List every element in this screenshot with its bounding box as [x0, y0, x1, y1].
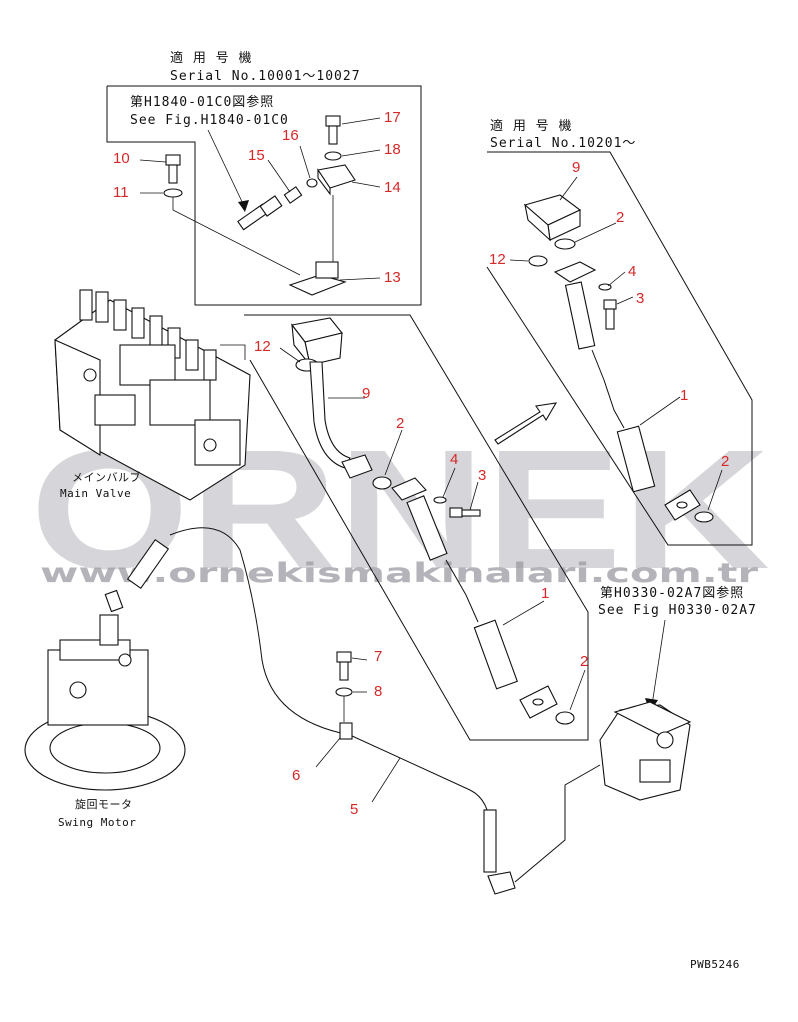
part-number-10: 10	[113, 150, 130, 167]
right-serial-label: Serial No.10201～	[490, 136, 636, 151]
part-number-15: 15	[248, 147, 265, 164]
part-number-5: 5	[350, 801, 358, 818]
part-number-3-middle: 3	[478, 467, 486, 484]
top-ref-jp: 第H1840-01C0図参照	[130, 94, 274, 110]
part-number-4-middle: 4	[450, 451, 458, 468]
bolt-axis-line	[172, 197, 301, 276]
part-number-16: 16	[282, 127, 299, 144]
bracket-13	[288, 261, 347, 296]
main-valve-label-en: Main Valve	[60, 487, 131, 500]
bottom-ref-arrow	[651, 619, 666, 706]
oring-2-middle	[372, 476, 392, 490]
fitting-15	[237, 186, 303, 231]
hose-1-right	[616, 425, 656, 493]
part-number-1-right: 1	[680, 387, 688, 404]
washer-11	[163, 188, 183, 198]
right-frame	[486, 151, 753, 546]
part-number-12-middle: 12	[254, 338, 271, 355]
clamp-6	[339, 722, 353, 740]
main-valve	[54, 289, 251, 501]
bolt-7	[336, 651, 352, 681]
hose-end-middle	[519, 685, 558, 719]
top-serial-label: Serial No.10001～10027	[170, 69, 361, 84]
part-number-13: 13	[384, 269, 401, 286]
block-14	[317, 164, 356, 196]
oring-2-right-lower	[694, 511, 714, 523]
part-number-3-right: 3	[636, 290, 644, 307]
washer-18	[324, 151, 342, 161]
part-number-2-right-lower: 2	[721, 453, 729, 470]
swing-motor-label-jp: 旋回モータ	[75, 797, 133, 811]
part-number-14: 14	[384, 179, 401, 196]
part-number-1-middle: 1	[541, 585, 549, 602]
part-number-4-right: 4	[628, 263, 636, 280]
bolt-3-right	[603, 299, 617, 330]
block-9-right	[523, 194, 582, 242]
part-number-11: 11	[113, 184, 129, 201]
leader-lines	[139, 117, 723, 803]
document-code: PWB5246	[690, 958, 740, 971]
hose-1-middle-upper	[445, 559, 479, 623]
bottom-ref-jp: 第H0330-02A7図参照	[600, 585, 744, 601]
hose-end-right	[664, 489, 701, 521]
hose-flange-middle	[391, 477, 448, 561]
swing-motor-label-en: Swing Motor	[58, 816, 136, 829]
bolt-17	[325, 115, 341, 145]
hose-5	[169, 527, 491, 870]
part-number-2-middle: 2	[396, 415, 404, 432]
valve-port-line	[220, 344, 246, 360]
washer-4-middle	[433, 496, 447, 504]
bolt-3-middle	[449, 507, 481, 518]
part-number-7: 7	[374, 648, 382, 665]
washer-8	[335, 687, 353, 697]
oring-12-right	[528, 255, 548, 267]
main-valve-label-jp: メインバルブ	[72, 470, 141, 484]
swivel-joint	[599, 701, 692, 801]
ref-arrowhead	[238, 200, 249, 212]
part-number-2-middle-lower: 2	[580, 653, 588, 670]
hose-5-end-left	[126, 538, 170, 590]
part-number-9-middle: 9	[362, 385, 370, 402]
part-number-2-right: 2	[616, 209, 624, 226]
part-number-18: 18	[384, 141, 401, 158]
hose-5-end-right	[483, 809, 516, 895]
middle-frame	[244, 314, 589, 741]
hose-1-right-upper	[591, 349, 625, 429]
hose-1-middle	[473, 619, 518, 690]
part-number-9-right: 9	[572, 159, 580, 176]
right-applicable-label: 適 用 号 機	[490, 118, 572, 134]
top-frame	[106, 85, 422, 306]
part-number-17: 17	[384, 109, 401, 126]
oring-2-right	[554, 238, 576, 250]
pipe-flange-middle	[341, 454, 373, 479]
ref-arrow-line	[207, 129, 246, 209]
top-ref-en: See Fig.H1840-01C0	[130, 113, 289, 128]
view-arrow	[494, 402, 558, 445]
block-9-middle	[291, 317, 343, 366]
oring-16	[306, 178, 318, 188]
bolt-10	[165, 154, 181, 184]
part-number-6: 6	[292, 767, 300, 784]
swing-motor	[24, 614, 186, 791]
bottom-ref-en: See Fig H0330-02A7	[598, 603, 757, 618]
oring-2-middle-lower	[555, 711, 575, 725]
hose-flange-right	[553, 261, 597, 350]
top-applicable-label: 適 用 号 機	[170, 50, 252, 66]
part-number-8: 8	[374, 683, 382, 700]
watermark-url: www.ornekismakinalari.com.tr	[40, 558, 759, 589]
fitting-swing-motor	[104, 589, 124, 613]
hose-5-tail	[514, 764, 601, 883]
part-number-12-right: 12	[489, 251, 506, 268]
